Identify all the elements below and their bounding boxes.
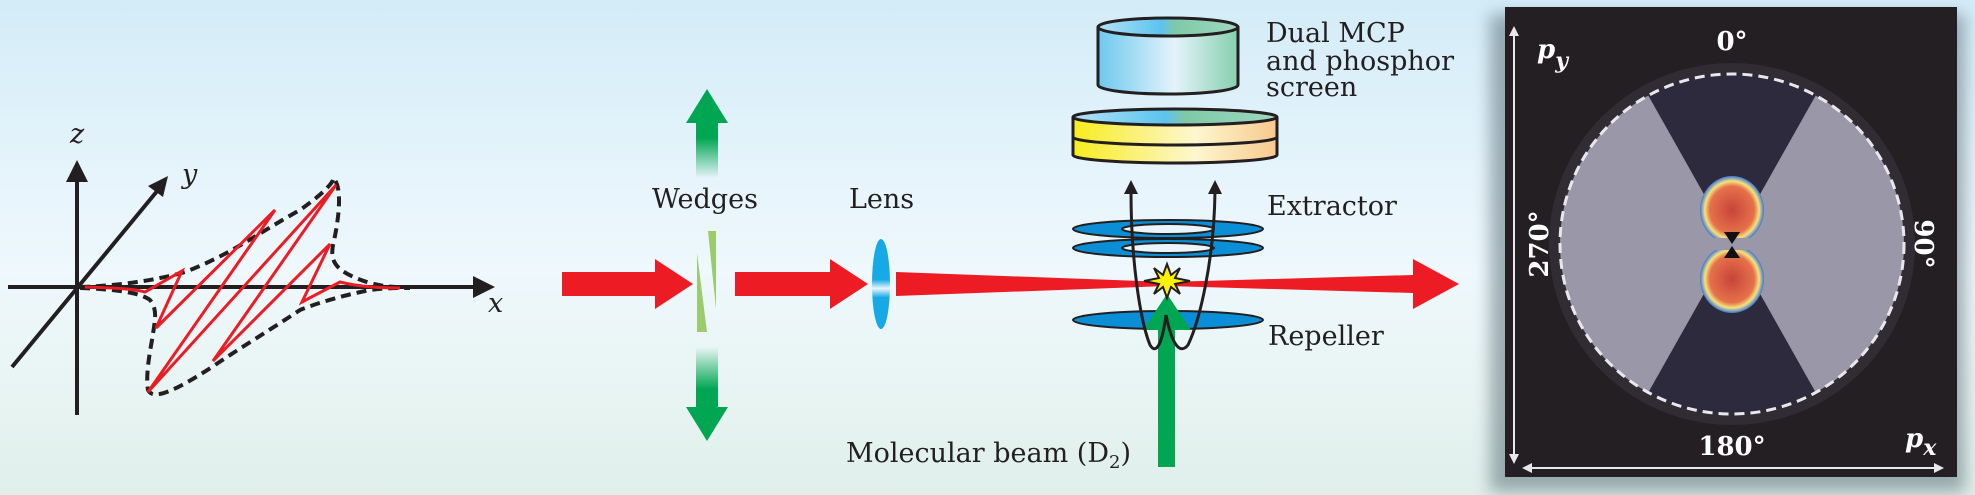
z-axis-arrowhead: [66, 160, 88, 182]
mcp-detector: [1096, 16, 1240, 96]
arrow-up-icon: [686, 89, 728, 178]
extractor-label: Extractor: [1267, 191, 1397, 222]
angle-270-label: 270°: [1525, 210, 1555, 277]
arrow-down-icon: [686, 347, 728, 441]
x-axis-arrowhead: [473, 276, 495, 298]
angle-90-label: 90°: [1908, 219, 1938, 268]
angle-0-label: 0°: [1716, 27, 1747, 57]
wedge-motion-arrows: [686, 89, 728, 441]
molecular-beam-arrow: [1143, 294, 1191, 467]
wedges-label: Wedges: [652, 184, 758, 215]
lens: [872, 239, 890, 329]
lens-label: Lens: [849, 184, 914, 215]
py-label: py: [1537, 35, 1570, 74]
laser-arrow-1: [562, 259, 693, 309]
laser-beam: [562, 259, 1459, 309]
y-axis: [10, 188, 160, 369]
z-axis-label: z: [69, 119, 85, 150]
top-cone: [1648, 95, 1816, 244]
x-axis-label: x: [488, 288, 503, 319]
mcp-label: Dual MCP and phosphor screen: [1266, 18, 1454, 103]
wedges: [697, 231, 716, 332]
phosphor-screen: [1071, 107, 1279, 165]
laser-arrow-2: [735, 259, 868, 309]
bottom-cone: [1648, 244, 1816, 393]
y-axis-arrowhead: [148, 176, 168, 197]
interaction-point-star-icon: [1143, 261, 1191, 301]
polarization-pulse: [79, 176, 411, 397]
angle-180-label: 180°: [1698, 432, 1765, 462]
repeller-label: Repeller: [1268, 321, 1384, 352]
wedge-right: [708, 231, 716, 309]
dashed-ring: [1558, 72, 1906, 416]
px-label: px: [1905, 424, 1937, 461]
molecular-beam-label: Molecular beam (D2): [846, 438, 1131, 473]
extractor-electrodes: [1072, 219, 1264, 258]
mcp-label-line-3: screen: [1266, 72, 1357, 103]
wedge-left: [697, 253, 707, 332]
mcp-label-line-1: Dual MCP: [1266, 18, 1405, 49]
ion-lobe-bottom: [1700, 245, 1764, 313]
mcp-label-line-2: and phosphor: [1266, 46, 1454, 77]
pulse-field: [84, 183, 401, 394]
ion-lobe-top: [1700, 176, 1764, 244]
y-axis-label: y: [181, 159, 198, 190]
electron-trajectories: [1124, 180, 1222, 351]
vmi-image-panel: [1505, 7, 1957, 477]
